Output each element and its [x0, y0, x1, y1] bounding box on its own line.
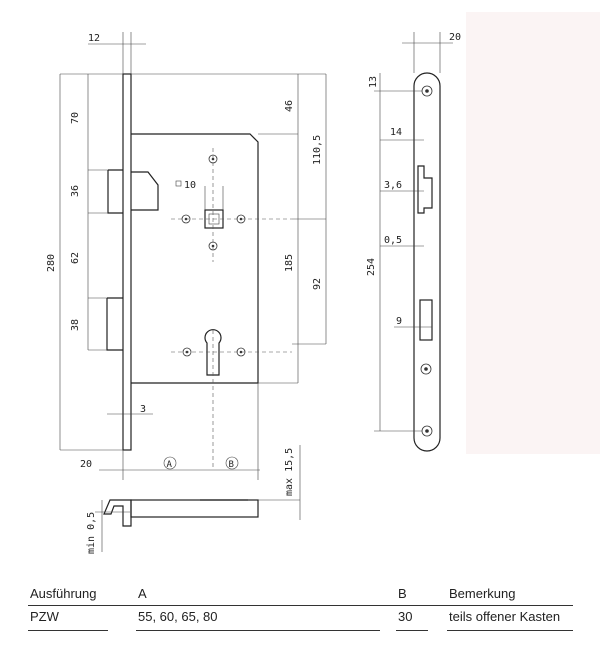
dim-280: 280 — [46, 254, 57, 272]
dim-min-0-5: min 0,5 — [86, 512, 97, 554]
marker-b-circle — [225, 456, 239, 470]
dim-110-5: 110,5 — [312, 135, 323, 165]
dim-254: 254 — [366, 258, 377, 276]
dim-0-5: 0,5 — [384, 235, 402, 246]
dim-92: 92 — [312, 278, 323, 290]
table-header: Ausführung A B Bemerkung — [28, 583, 573, 606]
latch-bolt — [107, 169, 123, 214]
dead-bolt — [106, 297, 123, 351]
marker-b: B — [229, 460, 234, 470]
cell-a: 55, 60, 65, 80 — [138, 609, 218, 624]
dim-20-top: 20 — [449, 32, 461, 43]
dim-46: 46 — [284, 100, 295, 112]
table-row: PZW 55, 60, 65, 80 30 teils offener Kast… — [28, 606, 573, 631]
dim-36: 36 — [70, 185, 81, 197]
latch-opening — [417, 165, 433, 214]
header-b: B — [398, 586, 407, 601]
front-dimension-lines — [59, 32, 327, 520]
dim-38: 38 — [70, 319, 81, 331]
cell-ausfuehrung: PZW — [30, 609, 59, 624]
faceplate — [122, 73, 132, 451]
faceplate-side — [413, 72, 441, 452]
dim-3: 3 — [140, 404, 146, 415]
dim-max-15-5: max 15,5 — [284, 448, 295, 496]
dim-20-bottom: 20 — [80, 459, 92, 470]
header-a: A — [138, 586, 147, 601]
bottom-view — [95, 499, 259, 552]
dim-10: 10 — [184, 180, 196, 191]
latch-bolt-head — [131, 171, 159, 211]
dim-3-6: 3,6 — [384, 180, 402, 191]
cylinder-cutout — [204, 329, 222, 376]
marker-a: A — [167, 460, 173, 470]
dim-14: 14 — [390, 127, 402, 138]
marker-a-circle — [163, 456, 177, 470]
header-bemerkung: Bemerkung — [449, 586, 516, 601]
square-symbol — [175, 180, 182, 187]
dim-70: 70 — [70, 112, 81, 124]
dim-9: 9 — [396, 316, 402, 327]
lock-case — [131, 133, 259, 384]
cell-b: 30 — [398, 609, 413, 624]
cell-bemerkung: teils offener Kasten — [449, 609, 561, 624]
dim-13: 13 — [368, 76, 379, 88]
header-ausfuehrung: Ausführung — [30, 586, 97, 601]
variant-table: Ausführung A B Bemerkung PZW 55, 60, 65,… — [28, 583, 573, 631]
bolt-opening — [419, 299, 433, 341]
dim-62: 62 — [70, 252, 81, 264]
faceplate-side-view — [374, 32, 453, 452]
side-view-panel — [466, 12, 600, 454]
front-view — [106, 73, 292, 470]
dim-12: 12 — [88, 33, 100, 44]
dim-185: 185 — [284, 254, 295, 272]
lock-technical-drawing: 12 70 36 280 62 38 46 110,5 185 92 10 3 … — [46, 12, 600, 554]
